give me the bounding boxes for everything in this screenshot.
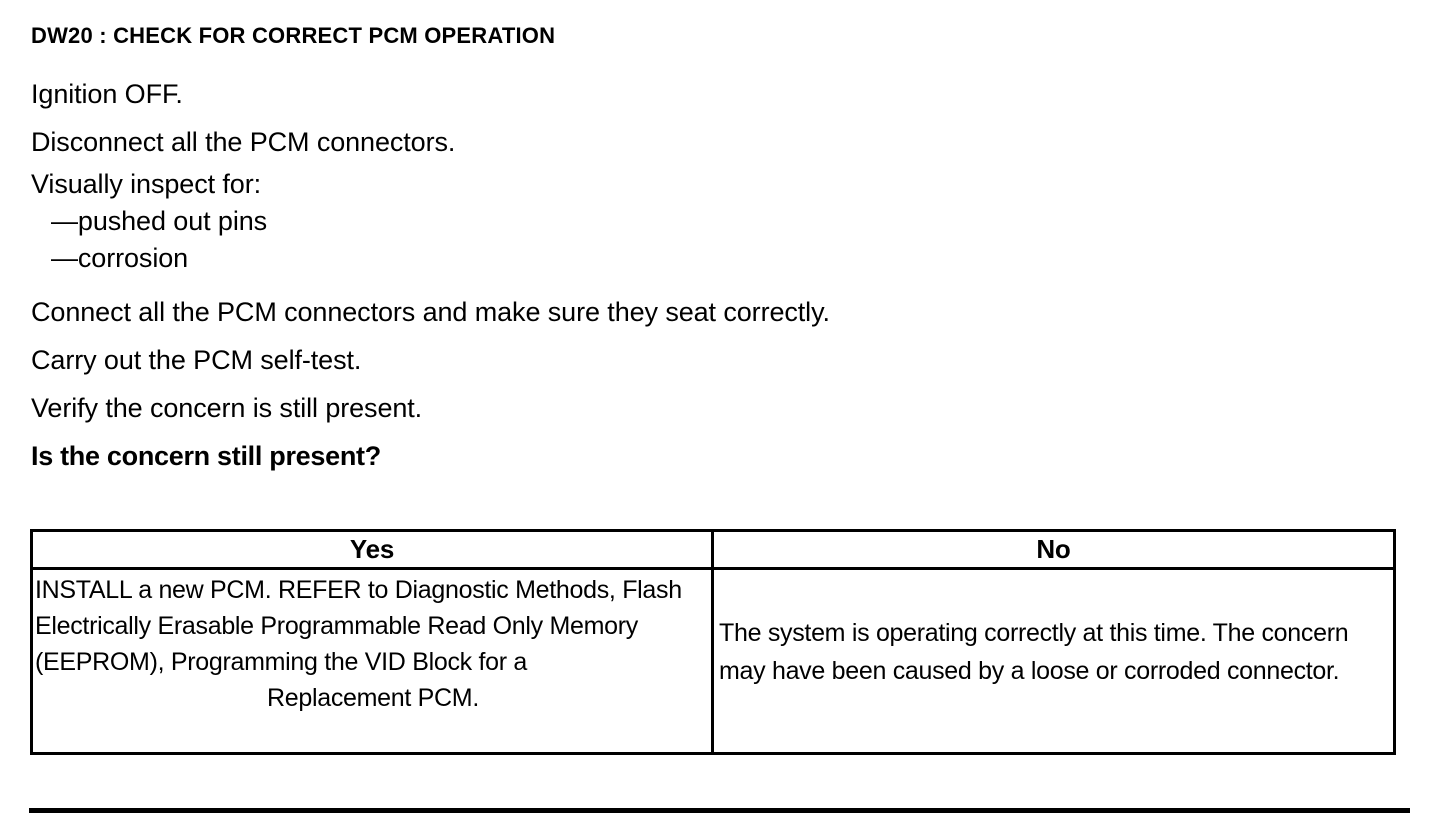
instruction-pcm-self-test: Carry out the PCM self-test. bbox=[31, 345, 362, 375]
decision-table: Yes No INSTALL a new PCM. REFER to Diagn… bbox=[30, 529, 1396, 755]
instruction-connect-connectors: Connect all the PCM connectors and make … bbox=[31, 297, 830, 327]
table-row: INSTALL a new PCM. REFER to Diagnostic M… bbox=[33, 570, 1393, 752]
table-cell-yes-action: INSTALL a new PCM. REFER to Diagnostic M… bbox=[33, 570, 714, 752]
table-header-row: Yes No bbox=[33, 532, 1393, 570]
section-divider-rule bbox=[29, 808, 1410, 813]
instruction-verify-concern: Verify the concern is still present. bbox=[31, 393, 423, 423]
instruction-list: Ignition OFF. Disconnect all the PCM con… bbox=[31, 70, 1391, 480]
no-action-text: The system is operating correctly at thi… bbox=[719, 619, 1349, 685]
table-header-yes: Yes bbox=[33, 532, 714, 567]
instruction-ignition-off: Ignition OFF. bbox=[31, 79, 183, 109]
instruction-bullet-pushed-out-pins: —pushed out pins bbox=[51, 206, 268, 236]
page-title: DW20 : CHECK FOR CORRECT PCM OPERATION bbox=[31, 23, 556, 48]
instruction-bullet-corrosion: —corrosion bbox=[51, 243, 189, 273]
instruction-disconnect-connectors: Disconnect all the PCM connectors. bbox=[31, 127, 456, 157]
decision-question: Is the concern still present? bbox=[31, 441, 381, 471]
yes-action-main: INSTALL a new PCM. REFER to Diagnostic M… bbox=[35, 576, 682, 676]
instruction-visually-inspect: Visually inspect for: bbox=[31, 169, 262, 199]
yes-action-last-line: Replacement PCM. bbox=[267, 684, 479, 712]
table-header-no: No bbox=[1036, 534, 1071, 564]
yes-action-text: INSTALL a new PCM. REFER to Diagnostic M… bbox=[33, 570, 711, 716]
table-cell-no-action: The system is operating correctly at thi… bbox=[714, 570, 1393, 752]
list-spacer bbox=[31, 277, 1391, 288]
